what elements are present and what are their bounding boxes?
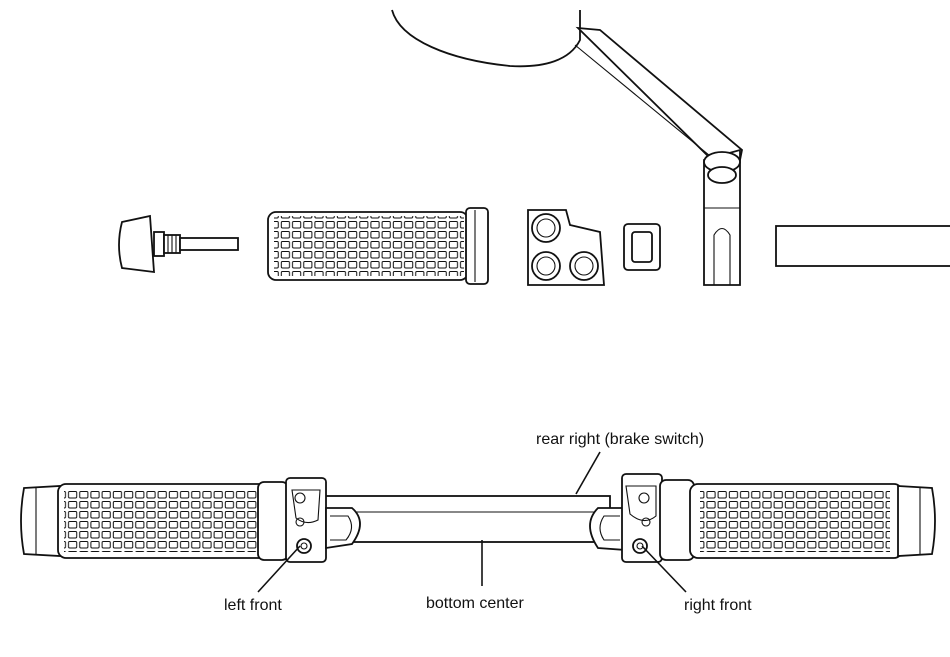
- clamp-insert: [624, 224, 660, 270]
- mirror-head: [392, 10, 580, 66]
- leader-rear-right: [576, 452, 600, 494]
- right-switch: [590, 474, 662, 562]
- right-grip: [660, 480, 902, 560]
- grip-exploded: [268, 208, 488, 284]
- label-right-front: right front: [684, 597, 752, 614]
- handlebar-tube: [776, 226, 950, 266]
- label-bottom-center: bottom center: [426, 595, 525, 612]
- right-end-cap: [898, 486, 935, 556]
- bar-end-weight: [119, 216, 238, 272]
- label-rear-right: rear right (brake switch): [536, 431, 704, 448]
- mirror-mount: [704, 150, 740, 285]
- exploded-view: [119, 10, 950, 285]
- assembled-view: [21, 474, 935, 562]
- crossbar: [320, 496, 610, 542]
- switch-housing: [528, 210, 604, 285]
- left-end-cap: [21, 486, 60, 556]
- label-left-front: left front: [224, 597, 282, 614]
- left-grip: [58, 482, 288, 560]
- mirror-arm: [575, 28, 742, 160]
